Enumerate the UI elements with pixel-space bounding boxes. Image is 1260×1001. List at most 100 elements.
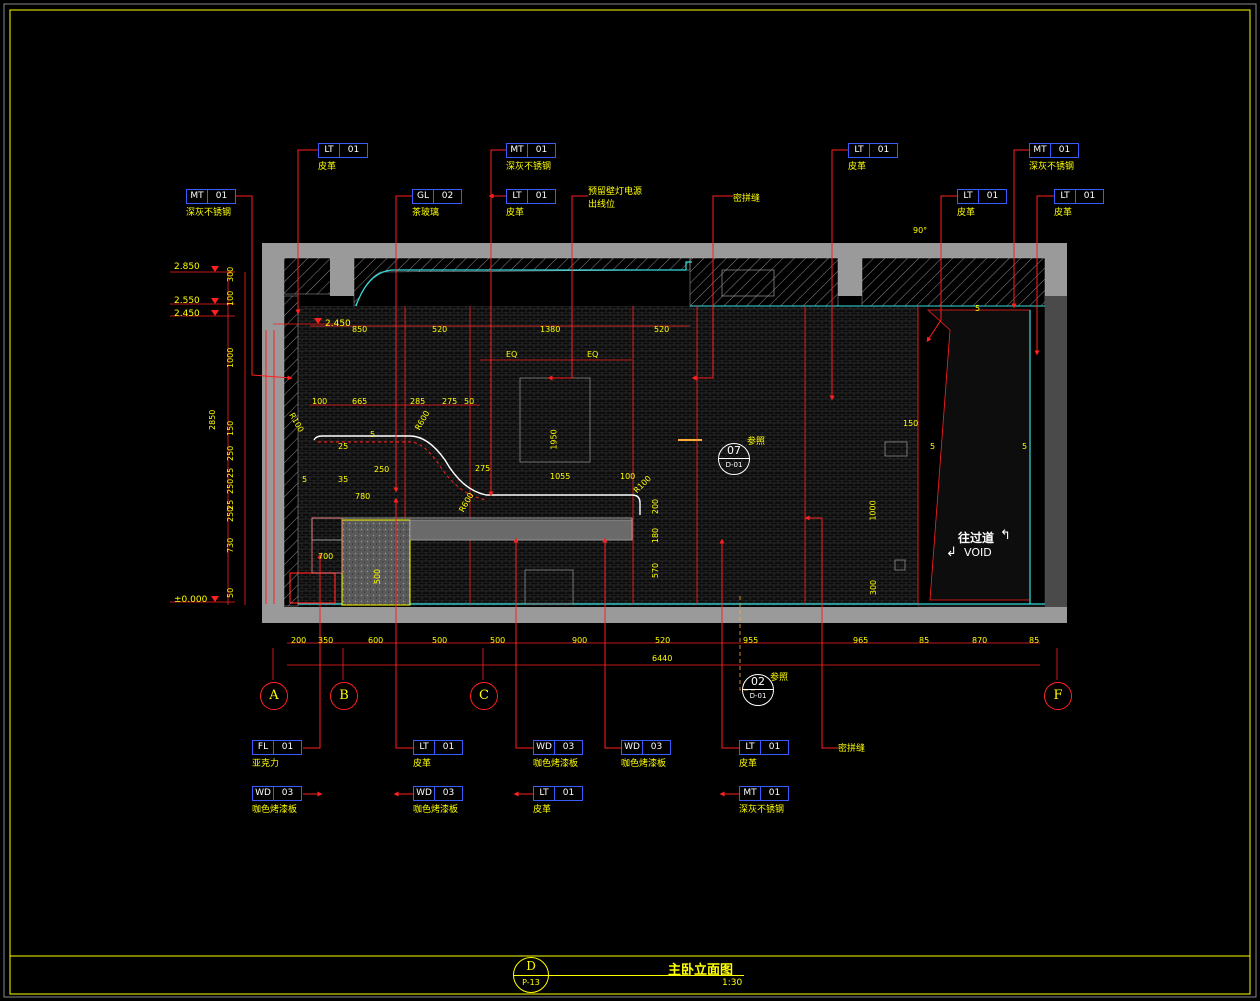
level-triangle-icon	[211, 596, 219, 602]
outer-frame	[3, 3, 1257, 998]
level-triangle-icon	[314, 318, 322, 324]
tag-label: 皮革	[1054, 208, 1073, 218]
title-symbol-letter: D	[514, 958, 548, 976]
dim-bottom-350: 350	[318, 636, 334, 645]
dim-inner-275: 275	[442, 397, 458, 406]
tag-num: 03	[650, 742, 663, 752]
callout-07-label: 参照	[747, 437, 766, 447]
leader-line	[303, 553, 323, 749]
tag-label: 咖色烤漆板	[413, 805, 459, 815]
level-0000: ±0.000	[174, 595, 208, 605]
level-2850: 2.850	[174, 262, 200, 272]
tag-code: LT	[1055, 190, 1076, 203]
dim-top-850: 850	[352, 325, 368, 334]
leader-line	[513, 537, 533, 749]
level-triangle-icon	[211, 310, 219, 316]
dim-bottom-500b: 500	[490, 636, 506, 645]
tag-label: 皮革	[533, 805, 552, 815]
dim-left-100: 100	[226, 290, 235, 306]
void-label-en: VOID	[964, 546, 992, 559]
dim-inner-5d: 5	[1022, 442, 1028, 451]
dimension-lines	[227, 272, 1040, 666]
seam-note-bottom: 密拼缝	[838, 744, 866, 754]
leader-line	[393, 497, 413, 749]
tag-num: 01	[768, 788, 781, 798]
dim-inner-570: 570	[651, 562, 661, 579]
dim-inner-665: 665	[352, 397, 368, 406]
angle-label: 90°	[913, 226, 928, 235]
tag-code: WD	[622, 741, 643, 754]
callout-num: 02	[743, 675, 773, 690]
leader-line	[236, 195, 293, 381]
tag-code: LT	[958, 190, 979, 203]
dim-inner-285: 285	[410, 397, 426, 406]
tag-num: 01	[986, 191, 999, 201]
tag-num: 01	[281, 742, 294, 752]
level-2450: 2.450	[174, 309, 200, 319]
tag-label: 皮革	[506, 208, 525, 218]
tag-label: 皮革	[413, 759, 432, 769]
leader-line	[691, 195, 733, 381]
tag-num: 01	[347, 145, 360, 155]
tag-num: 03	[442, 788, 455, 798]
dim-inner-1000: 1000	[868, 500, 878, 521]
dim-bottom-520: 520	[655, 636, 671, 645]
tag-num: 02	[441, 191, 454, 201]
tag-num: 01	[535, 191, 548, 201]
tag-top-6: LT 01 皮革	[848, 143, 898, 172]
dim-inner-300: 300	[869, 579, 879, 596]
tag-label: 皮革	[848, 162, 867, 172]
tag-code: WD	[534, 741, 555, 754]
tag-num: 01	[877, 145, 890, 155]
tag-bottom-3: LT 01 皮革	[413, 740, 463, 769]
bed-outline	[524, 569, 574, 605]
callout-sheet: D-01	[749, 692, 767, 700]
dim-bottom-900: 900	[572, 636, 588, 645]
tag-code: LT	[534, 787, 555, 800]
dim-bottom-85b: 85	[1029, 636, 1040, 645]
dim-inner-1950: 1950	[549, 429, 559, 450]
tag-label: 亚克力	[252, 759, 280, 769]
dim-bottom-500a: 500	[432, 636, 448, 645]
tag-label: 咖色烤漆板	[252, 805, 298, 815]
leader-line	[1011, 149, 1029, 309]
dim-top-1380: 1380	[540, 325, 561, 334]
tag-code: LT	[414, 741, 435, 754]
dim-inner-500: 500	[373, 568, 383, 585]
power-note-2: 出线位	[588, 200, 616, 210]
title-symbol-circle: D P-13	[513, 957, 549, 993]
dim-inner-700: 700	[318, 552, 334, 561]
title-underline	[548, 975, 744, 976]
dim-inner-50: 50	[464, 397, 475, 406]
tag-code: FL	[253, 741, 274, 754]
tag-num: 01	[562, 788, 575, 798]
tag-label: 深灰不锈钢	[506, 162, 552, 172]
level-inner-2450: 2.450	[325, 319, 351, 329]
tag-code: MT	[1030, 144, 1051, 157]
tag-label: 皮革	[739, 759, 758, 769]
dim-inner-100: 100	[312, 397, 328, 406]
ac-unit	[721, 269, 775, 297]
axis-leaders	[272, 648, 1058, 680]
dim-bottom-870: 870	[972, 636, 988, 645]
level-markers	[170, 266, 338, 603]
dim-bottom-85a: 85	[919, 636, 930, 645]
headboard-led	[318, 441, 487, 501]
dim-inner-r100a: R100	[287, 411, 306, 434]
tag-num: 03	[562, 742, 575, 752]
tag-code: LT	[849, 144, 870, 157]
leader-line	[295, 149, 318, 315]
title-block-border	[9, 955, 1251, 995]
tag-code: LT	[740, 741, 761, 754]
dim-left-1000: 1000	[226, 347, 235, 368]
tag-num: 01	[442, 742, 455, 752]
tag-code: MT	[740, 787, 761, 800]
tag-code: LT	[319, 144, 340, 157]
cove-light-line	[355, 261, 692, 307]
axis-bubble-a: A	[260, 682, 288, 710]
